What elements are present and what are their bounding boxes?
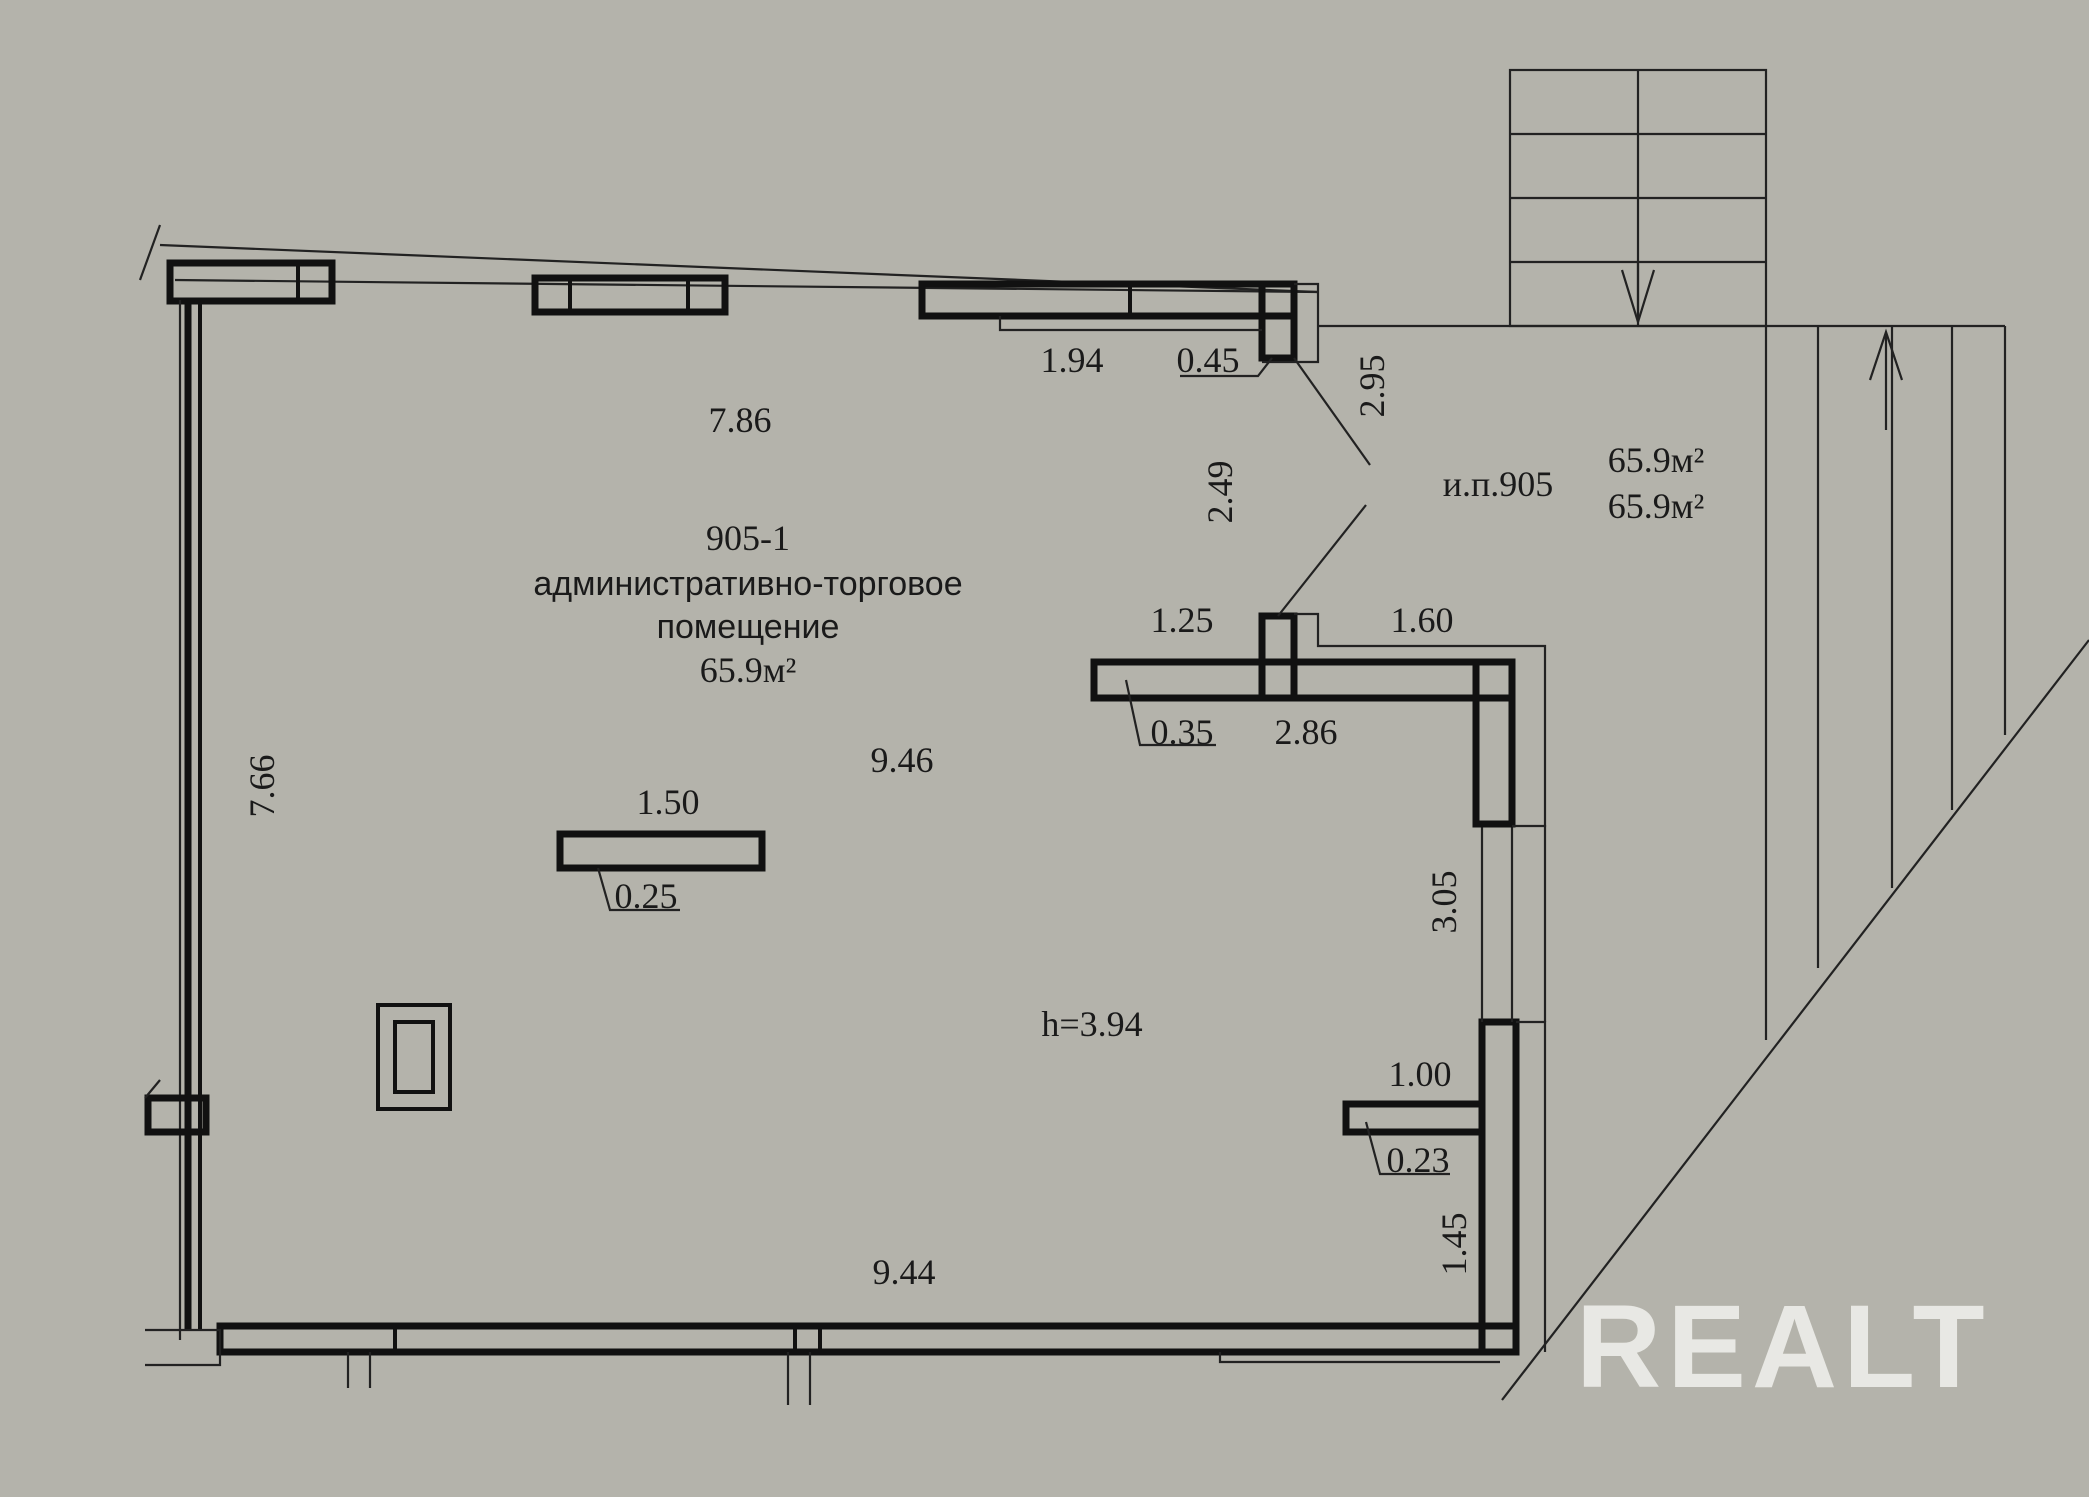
room-height: h=3.94	[1041, 1004, 1142, 1044]
dim-0-35: 0.35	[1151, 712, 1214, 752]
dim-middle-width: 9.46	[871, 740, 934, 780]
dim-3-05: 3.05	[1424, 871, 1464, 934]
dim-2-86: 2.86	[1275, 712, 1338, 752]
dimension-labels: 7.86 1.94 0.45 2.95 2.49 1.25 1.60 0.35 …	[242, 340, 1474, 1292]
dim-0-23: 0.23	[1387, 1140, 1450, 1180]
dim-left-wall: 7.66	[242, 755, 282, 818]
dim-1-94: 1.94	[1041, 340, 1104, 380]
dim-1-25: 1.25	[1151, 600, 1214, 640]
dim-bottom-wall: 9.44	[873, 1252, 936, 1292]
room-name-line2: помещение	[657, 608, 840, 646]
apartment-label: и.п.905	[1443, 464, 1554, 504]
dim-2-95: 2.95	[1352, 355, 1392, 418]
outer-walls	[138, 224, 1547, 1405]
room-area: 65.9м²	[700, 650, 797, 690]
dim-top-wall: 7.86	[709, 400, 772, 440]
room-labels: 905-1 административно-торговое помещение…	[533, 440, 1704, 1044]
room-name-line1: административно-торговое	[533, 565, 962, 603]
dim-2-49: 2.49	[1200, 461, 1240, 524]
apartment-area-1: 65.9м²	[1608, 440, 1705, 480]
realt-watermark: REALT	[1576, 1281, 1991, 1413]
dim-1-45: 1.45	[1434, 1213, 1474, 1276]
leader-lines	[596, 357, 1450, 1176]
apartment-area-2: 65.9м²	[1608, 486, 1705, 526]
dim-0-25: 0.25	[615, 876, 678, 916]
dim-1-60: 1.60	[1391, 600, 1454, 640]
room-number: 905-1	[706, 518, 790, 558]
dim-1-50: 1.50	[637, 782, 700, 822]
staircase	[1318, 68, 2089, 1401]
dim-1-00: 1.00	[1389, 1054, 1452, 1094]
dim-0-45: 0.45	[1177, 340, 1240, 380]
